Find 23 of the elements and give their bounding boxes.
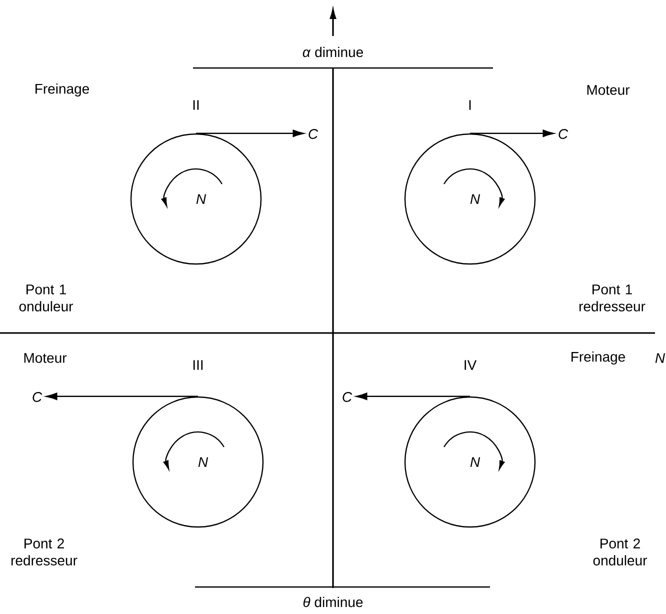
axis-caption: θ diminue — [303, 596, 363, 608]
bridge-label: Pont 1 onduleur — [19, 284, 73, 312]
mode-label: Moteur — [587, 85, 630, 95]
torque-label: C — [32, 392, 42, 402]
torque-arrow — [470, 130, 554, 138]
torque-arrow — [46, 392, 198, 400]
bridge-label: Pont 2 redresseur — [11, 538, 78, 566]
torque-arrow — [196, 130, 304, 138]
bridge-label: Pont 1 redresseur — [579, 284, 646, 312]
mode-label: Moteur — [24, 353, 67, 363]
torque-label: C — [342, 392, 352, 402]
torque-label: C — [558, 129, 568, 139]
quadrant-number: IV — [464, 360, 477, 370]
bridge-label: Pont 2 onduleur — [593, 538, 648, 566]
axis-label: N — [655, 353, 666, 363]
quadrant-number: I — [469, 100, 471, 110]
axis-caption: α diminue — [302, 46, 363, 58]
mode-label: Freinage — [36, 83, 89, 97]
torque-arrow — [356, 392, 470, 400]
torque-label: C — [308, 129, 318, 139]
quadrant-number: II — [193, 100, 199, 110]
quadrant-number: III — [193, 360, 203, 370]
mode-label: Freinage — [572, 351, 625, 365]
